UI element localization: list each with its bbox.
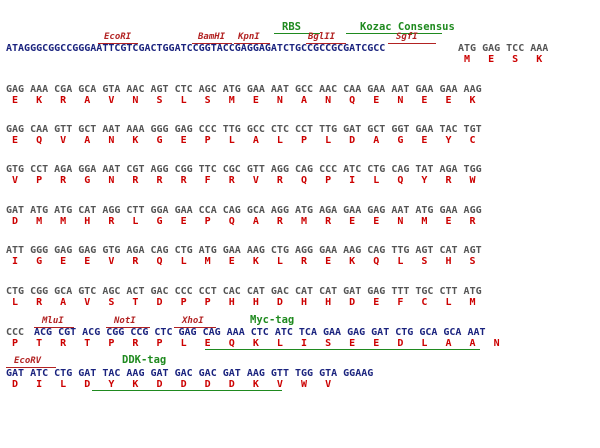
site-noti: NotI: [114, 316, 136, 326]
ecori-underline: [98, 43, 138, 44]
ddk-tag-label: DDK-tag: [122, 354, 167, 366]
kpni-underline: [234, 43, 270, 44]
site-kpni: KpnI: [238, 32, 260, 42]
protein-row-7: P T R T P R P L E Q K L I S E E D L A A …: [12, 338, 500, 349]
sequence-row-8: GAT ATC CTG GAT TAC AAG GAT GAC GAC GAT …: [6, 368, 374, 379]
protein-row-5: I G E E V R Q L M E K L R E K Q L S H S: [12, 256, 476, 267]
sequence-row-3: GTG CCT AGA GGA AAT CGT AGG CGG TTC CGC …: [6, 164, 482, 175]
site-ecorv: EcoRV: [14, 356, 42, 366]
sequence-row-7: ACG CGT ACG CGG CCG CTC GAG CAG AAA CTC …: [34, 327, 486, 338]
noti-underline: [106, 327, 150, 328]
protein-row-3: V P R G N R R R F R V R Q P I L Q Y R W: [12, 175, 476, 186]
site-ecori: EcoRI: [104, 32, 132, 42]
sgfi-underline: [388, 43, 436, 44]
sequence-row-4: GAT ATG ATG CAT AGG CTT GGA GAA CCA CAG …: [6, 205, 482, 216]
protein-row-8: D I L D Y K D D D D K V W V: [12, 379, 332, 390]
rbs-label: RBS: [282, 21, 301, 33]
ddk-tag-underline: [92, 390, 282, 391]
protein-row-0: M E S K: [464, 54, 543, 65]
sequence-leader: ATAGGGCGGCCGGGAATTCGTCGACTGGATCCGGTACCGA…: [6, 43, 386, 54]
myc-tag-label: Myc-tag: [250, 314, 295, 326]
kozac-label: Kozac Consensus: [360, 21, 455, 33]
site-bglii: BglII: [308, 32, 336, 42]
protein-row-2: E Q V A N K G E P L A L P L D A G E Y C: [12, 135, 476, 146]
protein-row-1: E K R A V N S L S M E N A N Q E N E E K: [12, 95, 476, 106]
site-xhoi: XhoI: [182, 316, 204, 326]
bglii-underline: [306, 43, 346, 44]
site-sgfi: SgfI: [396, 32, 418, 42]
sequence-row-0-codons: ATG GAG TCC AAA: [458, 43, 549, 54]
protein-row-6: L R A V S T D P P H H D H H D E F C L M: [12, 297, 476, 308]
myc-tag-underline: [205, 349, 480, 350]
sequence-row-7-prefix: CCC: [6, 327, 25, 338]
xhoi-underline: [174, 327, 216, 328]
sequence-row-2: GAG CAA GTT GCT AAT AAA GGG GAG CCC TTG …: [6, 124, 482, 135]
bamhi-underline: [192, 43, 232, 44]
site-mlui: MluI: [42, 316, 64, 326]
site-bamhi: BamHI: [198, 32, 226, 42]
sequence-row-1: GAG AAA CGA GCA GTA AAC AGT CTC AGC ATG …: [6, 84, 482, 95]
sequence-row-6: CTG CGG GCA GTC AGC ACT GAC CCC CCT CAC …: [6, 286, 482, 297]
rbs-underline: [274, 33, 320, 34]
sequence-row-5: ATT GGG GAG GAG GTG AGA CAG CTG ATG GAA …: [6, 245, 482, 256]
ecorv-underline: [6, 367, 56, 368]
mlui-underline: [34, 327, 74, 328]
kozac-underline: [346, 33, 442, 34]
protein-row-4: D M M H R L G E P Q A R M R E E N M E R: [12, 216, 476, 227]
